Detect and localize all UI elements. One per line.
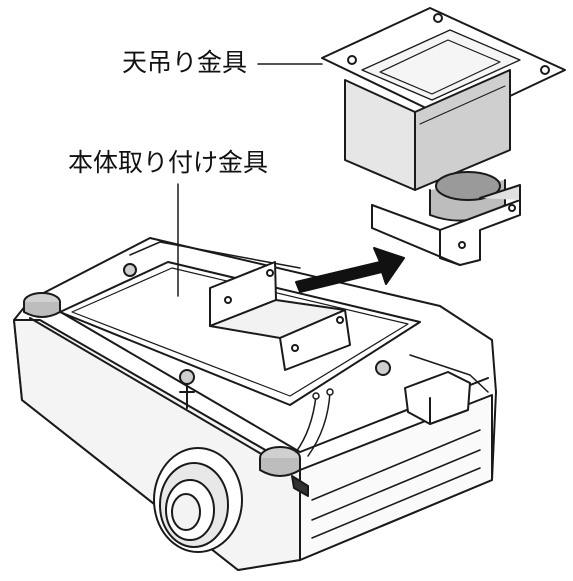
body-mount-bracket-label: 本体取り付け金具 (68, 148, 269, 177)
foot-left (23, 292, 61, 318)
projector (13, 237, 497, 571)
slide-arrow (295, 247, 405, 293)
ceiling-bracket (321, 7, 566, 266)
lens (153, 447, 243, 553)
screws (123, 263, 391, 409)
wires (295, 388, 334, 457)
body-mount-bracket (209, 261, 351, 371)
ceiling-bracket-label: 天吊り金具 (122, 48, 248, 77)
foot-right (259, 446, 309, 497)
leader-lines (177, 63, 323, 297)
